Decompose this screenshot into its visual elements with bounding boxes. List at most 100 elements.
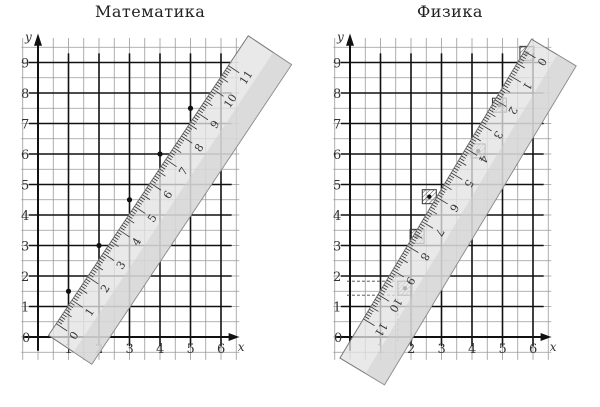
ruler-tick <box>221 74 227 79</box>
ruler-tick <box>393 267 399 271</box>
ruler-tick <box>373 301 379 305</box>
ruler-tick <box>182 133 188 137</box>
y-tick-label: 1 <box>21 301 29 316</box>
ruler-tick <box>210 91 216 95</box>
ruler-tick <box>431 204 437 208</box>
ruler-shade <box>73 52 292 365</box>
x-tick-label: 1 <box>65 342 73 357</box>
ruler-tick <box>468 143 474 147</box>
ruler-tick <box>367 311 373 315</box>
ruler-tick <box>65 309 71 313</box>
ruler-tick <box>199 107 205 111</box>
ruler-tick <box>109 243 114 248</box>
ruler-tick <box>226 67 232 72</box>
ruler-tick <box>146 187 152 191</box>
ruler-tick <box>62 313 67 318</box>
ruler-tick <box>475 131 481 135</box>
ruler-tick <box>93 267 99 271</box>
y-tick-label: 5 <box>333 179 341 194</box>
ruler-tick <box>115 234 121 238</box>
ruler-tick <box>70 302 75 306</box>
ruler-tick <box>424 216 430 220</box>
y-tick-label: 8 <box>333 87 341 102</box>
ruler-tick <box>483 118 488 123</box>
ruler-tick <box>450 172 463 180</box>
ruler-tick <box>395 265 401 269</box>
ruler-tick <box>79 288 88 294</box>
ruler-tick <box>474 133 480 137</box>
ruler-tick <box>90 271 96 276</box>
ruler-tick <box>179 138 185 142</box>
ruler-tick <box>488 109 494 113</box>
ruler-tick <box>196 112 209 121</box>
ruler-tick <box>110 241 119 247</box>
ruler-tick <box>388 277 393 281</box>
ruler-tick <box>57 320 63 325</box>
y-axis-label: y <box>24 30 32 44</box>
ruler-tick <box>383 284 389 288</box>
ruler-tick <box>225 69 230 74</box>
ruler-tick <box>370 306 379 312</box>
ruler-tick <box>418 226 424 230</box>
data-point <box>157 151 163 157</box>
y-tick-label: 4 <box>333 209 341 224</box>
x-tick-label: 4 <box>156 342 164 357</box>
ruler-tick <box>518 60 523 64</box>
ruler-tick <box>521 55 526 59</box>
ruler-tick <box>60 316 66 320</box>
ruler-number: 11 <box>372 320 390 339</box>
ruler-tick <box>209 93 214 97</box>
ruler-tick <box>410 240 415 244</box>
ruler-tick <box>178 140 183 144</box>
ruler-tick <box>181 135 193 144</box>
ruler-tick <box>480 123 492 132</box>
ruler-tick <box>68 304 74 309</box>
ruler-tick <box>96 262 102 266</box>
ruler-tick <box>456 162 462 167</box>
x-tick-label: 3 <box>438 342 446 357</box>
ruler-tick <box>201 105 207 109</box>
ruler-tick <box>171 149 177 154</box>
ruler-tick <box>386 279 392 283</box>
ruler-tick <box>420 223 425 227</box>
ruler-tick <box>129 213 135 217</box>
y-tick-label: 9 <box>21 57 29 72</box>
ruler-tick <box>411 238 417 242</box>
x-axis-arrow <box>228 333 240 341</box>
ruler-tick <box>481 121 487 125</box>
ruler-tick <box>143 191 149 196</box>
y-tick-label: 9 <box>333 57 341 72</box>
ruler-tick <box>215 84 221 88</box>
ruler-tick <box>77 290 83 294</box>
y-tick-label: 1 <box>333 301 341 316</box>
ruler-tick <box>371 304 377 308</box>
ruler-tick <box>104 250 110 255</box>
ruler-tick <box>426 213 431 218</box>
ruler-tick <box>185 128 191 133</box>
ruler-tick <box>134 206 146 214</box>
ruler-tick <box>487 111 496 118</box>
data-point <box>96 242 102 249</box>
ruler-tick <box>195 114 200 118</box>
ruler-tick <box>513 67 519 72</box>
ruler-tick <box>455 165 461 169</box>
x-tick-label: 5 <box>499 342 507 357</box>
data-point <box>187 105 194 111</box>
ruler-tick <box>92 269 97 273</box>
ruler-tick <box>162 163 168 168</box>
ruler-tick <box>499 92 504 96</box>
ruler-tick <box>390 272 396 276</box>
ruler-tick <box>465 148 478 156</box>
ruler-tick <box>399 257 408 264</box>
ruler-tick <box>223 72 229 76</box>
ruler-tick <box>389 274 395 279</box>
data-point <box>427 194 432 199</box>
ruler-tick <box>380 289 386 293</box>
ruler-tick <box>192 119 197 123</box>
ruler-tick <box>128 215 133 219</box>
ruler-tick <box>462 153 468 157</box>
ruler-tick <box>396 262 402 266</box>
